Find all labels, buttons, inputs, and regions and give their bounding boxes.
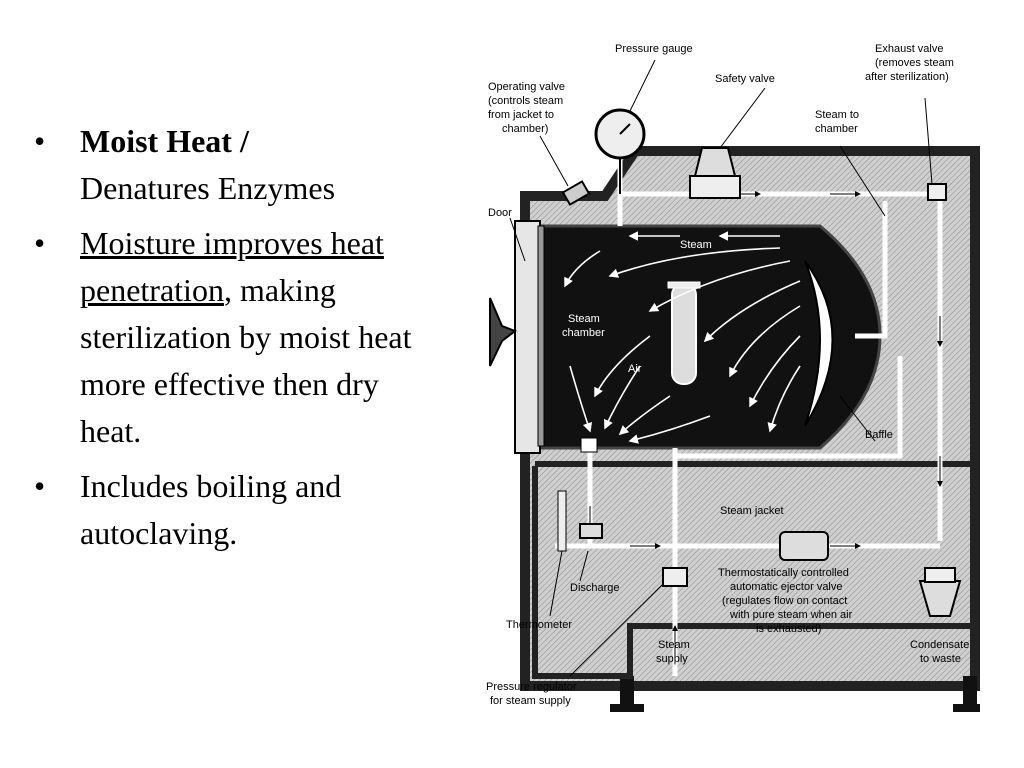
pipe-jacket-upper	[675, 356, 903, 459]
leader-line	[569, 583, 664, 677]
label-discharge: Discharge	[570, 582, 620, 594]
test-tube	[671, 283, 697, 385]
label-ejector-valve: automatic ejector valve	[730, 581, 843, 593]
discharge-valve	[579, 523, 603, 539]
flow-arrow	[749, 335, 801, 408]
bullet-dot: •	[34, 123, 46, 159]
flow-arrow	[648, 260, 791, 312]
label-baffle: Baffle	[865, 429, 893, 441]
label-steam-supply: Steam	[658, 639, 690, 651]
label-operating-valve: Operating valve	[488, 81, 565, 93]
exhaust-valve	[927, 183, 947, 201]
leader-line	[509, 217, 526, 262]
air-exit	[580, 437, 598, 453]
bullet-bold-text: Moist Heat /	[80, 123, 249, 159]
label-steam-to-chamber: chamber	[815, 123, 858, 135]
flow-arrow	[767, 365, 801, 433]
pressure-regulator	[662, 567, 688, 587]
flow-arrow	[608, 247, 781, 278]
flow-arrow	[594, 335, 651, 398]
leader-line	[839, 395, 876, 442]
bullet-underlined-text: Moisture improves heat penetration	[80, 225, 384, 308]
flow-arrow	[604, 365, 641, 430]
thermometer	[557, 490, 567, 552]
label-pressure-gauge: Pressure gauge	[615, 43, 693, 55]
label-ejector-valve: with pure steam when air	[729, 609, 853, 621]
leader-line	[579, 550, 589, 582]
autoclave-svg: Pressure gauge Safety valve Exhaust valv…	[486, 43, 987, 712]
label-pressure-regulator: for steam supply	[490, 695, 571, 707]
flow-arrow	[628, 415, 711, 444]
condensate-trap-top	[924, 567, 956, 583]
leader-lines	[509, 59, 933, 677]
steam-flow-arrows	[564, 231, 801, 444]
label-operating-valve: chamber)	[502, 123, 548, 135]
bullet-text: Includes boiling and autoclaving.	[80, 468, 342, 551]
cabinet-leg	[953, 704, 987, 712]
bullet-list: • Moist Heat / Denatures Enzymes • Moist…	[28, 118, 448, 565]
label-steam-supply: supply	[656, 653, 688, 665]
cabinet-leg	[620, 676, 634, 706]
operating-valve	[561, 180, 591, 206]
test-tube-rim	[667, 281, 701, 289]
leader-line	[629, 59, 656, 112]
leader-line	[839, 145, 886, 217]
bullet-item-moisture: • Moisture improves heat penetration, ma…	[28, 220, 448, 455]
label-operating-valve: from jacket to	[488, 109, 554, 121]
cabinet-leg	[963, 676, 977, 706]
door-handle	[489, 297, 518, 367]
label-air: Air	[628, 363, 642, 375]
bullet-dot: •	[34, 468, 46, 504]
flow-arrow	[703, 280, 801, 343]
label-steam-chamber: Steam	[568, 313, 600, 325]
label-steam: Steam	[680, 239, 712, 251]
label-condensate: to waste	[920, 653, 961, 665]
label-safety-valve: Safety valve	[715, 73, 775, 85]
ejector-valve	[779, 531, 829, 561]
label-exhaust-valve: Exhaust valve	[875, 43, 943, 55]
label-steam-to-chamber: Steam to	[815, 109, 859, 121]
autoclave-diagram: Pressure gauge Safety valve Exhaust valv…	[480, 36, 987, 726]
label-exhaust-valve: after sterilization)	[865, 71, 949, 83]
label-ejector-valve: (regulates flow on contact	[722, 595, 847, 607]
label-condensate: Condensate	[910, 639, 969, 651]
bullet-dot: •	[34, 225, 46, 261]
label-door: Door	[488, 207, 512, 219]
flow-arrow	[618, 395, 671, 436]
label-ejector-valve: Thermostatically controlled	[718, 567, 849, 579]
leader-line	[719, 87, 766, 149]
leader-line	[924, 97, 933, 185]
cabinet-leg	[610, 704, 644, 712]
bullet-item-moist-heat: • Moist Heat / Denatures Enzymes	[28, 118, 448, 212]
leader-line	[539, 135, 569, 187]
label-steam-jacket: Steam jacket	[720, 505, 784, 517]
baffle	[804, 260, 834, 427]
label-ejector-valve: is exhausted)	[756, 623, 821, 635]
flow-arrow	[564, 250, 601, 288]
bullet-text: , making sterilization by moist heat mor…	[80, 272, 412, 449]
label-pressure-regulator: Pressure regulator	[486, 681, 577, 693]
label-operating-valve: (controls steam	[488, 95, 563, 107]
flow-arrow	[729, 305, 801, 378]
safety-valve-base	[689, 175, 741, 199]
label-exhaust-valve: (removes steam	[875, 57, 954, 69]
leader-line	[549, 550, 563, 617]
pipe-jacket-return	[855, 201, 888, 339]
door	[514, 220, 541, 454]
flow-arrow	[569, 365, 593, 433]
door-hinge	[537, 225, 545, 447]
bullet-text: Denatures Enzymes	[80, 170, 336, 206]
safety-valve	[693, 147, 737, 177]
lower-compartment	[532, 466, 980, 679]
label-steam-chamber: chamber	[562, 327, 605, 339]
gauge-needle	[619, 123, 631, 135]
label-thermometer: Thermometer	[506, 619, 572, 631]
bullet-item-boiling: • Includes boiling and autoclaving.	[28, 463, 448, 557]
